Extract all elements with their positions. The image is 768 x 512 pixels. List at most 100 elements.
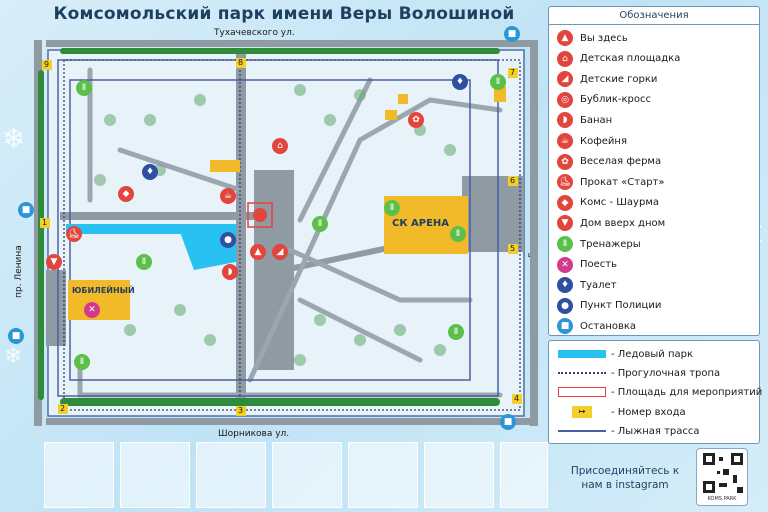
legend-item-label: Банан bbox=[580, 114, 613, 126]
yubileyny-building bbox=[68, 280, 130, 320]
entrance-marker bbox=[512, 394, 522, 404]
legend-item: ◆Комс - Шаурма bbox=[557, 193, 659, 213]
exercise-icon[interactable]: Ⅱ bbox=[312, 216, 328, 232]
you-are-here-icon[interactable]: ▲ bbox=[250, 244, 266, 260]
exercise-icon[interactable]: Ⅱ bbox=[384, 200, 400, 216]
path bbox=[287, 247, 473, 303]
entrance-number: 7 bbox=[510, 68, 516, 77]
legend-item: ◗ Банан bbox=[557, 110, 612, 130]
entrance-marker bbox=[508, 176, 518, 186]
legend-item-label: Пункт Полиции bbox=[580, 300, 662, 312]
entrance-number: 9 bbox=[44, 60, 50, 69]
banana-icon[interactable]: ◗ bbox=[222, 264, 238, 280]
entrance-number: 2 bbox=[60, 404, 66, 413]
rental-icon[interactable]: ⛸ bbox=[66, 226, 82, 242]
entrance-marker bbox=[508, 68, 518, 78]
path bbox=[117, 147, 243, 193]
food-icon: ✕ bbox=[557, 256, 573, 273]
event-square bbox=[247, 202, 273, 228]
legend-item-label: Вы здесь bbox=[580, 32, 628, 44]
legend-item-label: Дом вверх дном bbox=[580, 217, 666, 229]
donut-cross-icon: ◎ bbox=[557, 91, 573, 108]
legend-heading: Обозначения bbox=[549, 7, 759, 25]
coffee-icon[interactable]: ☕ bbox=[220, 188, 236, 204]
exercise-icon[interactable]: Ⅱ bbox=[76, 80, 92, 96]
food-icon[interactable]: ✕ bbox=[84, 302, 100, 318]
legend-item: ⌂Детская площадка bbox=[557, 49, 680, 69]
info-box bbox=[500, 442, 548, 508]
shawarma-icon: ◆ bbox=[557, 194, 573, 211]
ice-park-swatch bbox=[558, 350, 606, 358]
entrance-number: 5 bbox=[510, 244, 516, 253]
walking-trail bbox=[63, 58, 521, 411]
police-icon[interactable]: ● bbox=[220, 232, 236, 248]
slides-icon: ◢ bbox=[557, 71, 573, 88]
tree-row-top bbox=[60, 48, 500, 54]
entrance-marker bbox=[40, 218, 50, 228]
entrance-number: 4 bbox=[514, 394, 520, 403]
street-top: Тухачевского ул. bbox=[214, 28, 295, 38]
banana-icon: ◗ bbox=[557, 112, 573, 129]
bus-stop-icon[interactable]: ■ bbox=[500, 414, 516, 430]
legend-item-label: Детские горки bbox=[580, 73, 658, 85]
exercise-icon[interactable]: Ⅱ bbox=[448, 324, 464, 340]
main-alley bbox=[236, 52, 246, 416]
legend-ski: - Лыжная трасса bbox=[557, 422, 700, 440]
bus-stop-icon[interactable]: ■ bbox=[8, 328, 24, 344]
legend-item: ✿Веселая ферма bbox=[557, 152, 661, 172]
upside-house-icon: ▼ bbox=[557, 215, 573, 232]
path bbox=[297, 297, 423, 363]
legend-ice-park: - Ледовый парк bbox=[557, 345, 693, 363]
legend-lines: - Ледовый парк - Прогулочная тропа - Пло… bbox=[548, 340, 762, 444]
legend-item-label: Тренажеры bbox=[580, 238, 641, 250]
exercise-icon[interactable]: Ⅱ bbox=[136, 254, 152, 270]
ice-strip bbox=[66, 224, 236, 234]
playground-icon: ⌂ bbox=[557, 50, 573, 67]
bus-stop-icon[interactable]: ■ bbox=[504, 26, 520, 42]
legend: Обозначения ▲ Вы здесь ⌂Детская площадка ◢ Д… bbox=[548, 6, 760, 336]
entrance-marker bbox=[42, 60, 52, 70]
yubileyny-label: ЮБИЛЕЙНЫЙ bbox=[72, 286, 135, 295]
entrance-marker bbox=[58, 404, 68, 414]
info-box bbox=[196, 442, 266, 508]
entrance-swatch-icon: ↦ bbox=[572, 406, 592, 418]
trees bbox=[94, 84, 456, 366]
parking-left bbox=[46, 270, 66, 346]
legend-item-label: Остановка bbox=[580, 320, 637, 332]
upside-house-icon[interactable]: ▼ bbox=[46, 254, 62, 270]
shawarma-icon[interactable]: ◆ bbox=[118, 186, 134, 202]
police-icon: ● bbox=[557, 297, 573, 314]
toilet-icon[interactable]: ♦ bbox=[452, 74, 468, 90]
coffee-icon: ☕ bbox=[557, 133, 573, 149]
farm-icon[interactable]: ✿ bbox=[408, 112, 424, 128]
exercise-icon[interactable]: Ⅱ bbox=[450, 226, 466, 242]
building-small bbox=[494, 86, 506, 102]
legend-item-label: Туалет bbox=[580, 279, 617, 291]
you-are-here-icon: ▲ bbox=[557, 30, 573, 46]
qr-code[interactable]: KOMS.PARK bbox=[696, 448, 748, 506]
info-box bbox=[44, 442, 114, 508]
playground-icon[interactable]: ⌂ bbox=[272, 138, 288, 154]
legend-item: ■Остановка bbox=[557, 316, 636, 336]
legend-item: ● Пункт Полиции bbox=[557, 296, 661, 316]
legend-item-label: Веселая ферма bbox=[580, 156, 662, 168]
entrance-number: 3 bbox=[238, 406, 244, 415]
path bbox=[77, 357, 503, 398]
instagram-text: Присоединяйтесь к нам в instagram bbox=[570, 465, 680, 491]
legend-item-label: Поесть bbox=[580, 259, 618, 271]
toilet-icon[interactable]: ♦ bbox=[142, 164, 158, 180]
ski-swatch bbox=[558, 430, 606, 432]
tree-rows bbox=[38, 48, 500, 406]
square-swatch bbox=[558, 387, 606, 397]
donut-cross-icon bbox=[253, 208, 267, 222]
legend-item: ◎Бублик-кросс bbox=[557, 90, 651, 110]
slides-icon[interactable]: ◢ bbox=[272, 244, 288, 260]
entrance-number: 1 bbox=[42, 218, 48, 227]
snowflake-icon: ❄ bbox=[2, 122, 26, 155]
exercise-icon[interactable]: Ⅱ bbox=[490, 74, 506, 90]
exercise-icon[interactable]: Ⅱ bbox=[74, 354, 90, 370]
bus-stop-icon[interactable]: ■ bbox=[18, 202, 34, 218]
info-box bbox=[120, 442, 190, 508]
